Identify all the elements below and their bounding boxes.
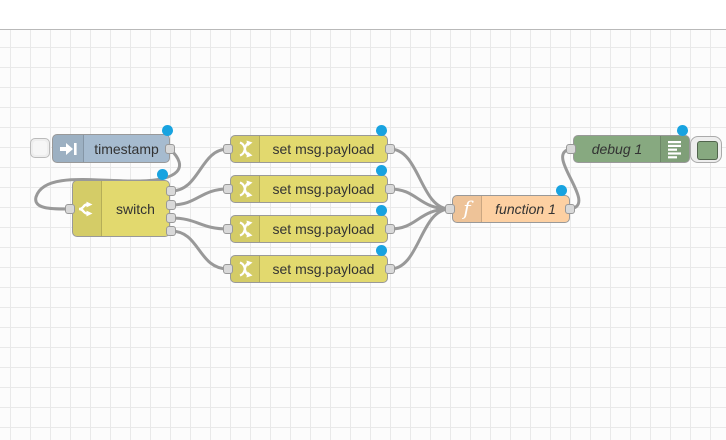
svg-text:f: f bbox=[461, 198, 474, 220]
modified-dot bbox=[376, 125, 387, 136]
port-input-change-3[interactable] bbox=[223, 224, 233, 234]
fork-icon bbox=[73, 181, 102, 236]
port-output-switch-3[interactable] bbox=[166, 213, 176, 223]
node-change-1[interactable]: set msg.payload bbox=[230, 135, 388, 163]
wire-switch4-to-change4[interactable] bbox=[169, 229, 230, 271]
modified-dot bbox=[162, 125, 173, 136]
debug-toggle-enabled-face bbox=[697, 141, 718, 160]
wire-switch1-to-change1[interactable] bbox=[169, 147, 230, 193]
node-label: set msg.payload bbox=[272, 221, 375, 237]
wire-switch3-to-change3[interactable] bbox=[169, 216, 230, 231]
canvas-top-margin bbox=[0, 0, 726, 30]
port-output-switch-4[interactable] bbox=[166, 226, 176, 236]
modified-dot bbox=[376, 245, 387, 256]
port-output-change-2[interactable] bbox=[385, 184, 395, 194]
port-output-change-1[interactable] bbox=[385, 144, 395, 154]
node-label: set msg.payload bbox=[272, 141, 375, 157]
shuffle-icon bbox=[231, 176, 260, 202]
port-output-switch-1[interactable] bbox=[166, 186, 176, 196]
port-input-function[interactable] bbox=[445, 204, 455, 214]
node-label: function 1 bbox=[495, 201, 556, 217]
port-input-change-4[interactable] bbox=[223, 264, 233, 274]
shuffle-icon bbox=[231, 256, 260, 282]
node-label: set msg.payload bbox=[272, 261, 375, 277]
wire-function-to-debug[interactable] bbox=[561, 147, 581, 211]
output-lines-icon bbox=[660, 136, 689, 162]
port-input-switch[interactable] bbox=[65, 204, 75, 214]
function-f-icon: f bbox=[453, 196, 482, 222]
port-output-function[interactable] bbox=[565, 204, 575, 214]
modified-dot bbox=[677, 125, 688, 136]
port-input-debug[interactable] bbox=[566, 144, 576, 154]
port-output-inject[interactable] bbox=[165, 144, 175, 154]
modified-dot bbox=[157, 169, 168, 180]
node-inject-timestamp[interactable]: timestamp bbox=[52, 134, 170, 163]
node-debug-1[interactable]: debug 1 bbox=[573, 135, 690, 163]
node-label: timestamp bbox=[94, 140, 159, 157]
port-input-change-1[interactable] bbox=[223, 144, 233, 154]
inject-trigger-button-face bbox=[33, 141, 47, 155]
node-label: set msg.payload bbox=[272, 181, 375, 197]
port-output-switch-2[interactable] bbox=[166, 200, 176, 210]
node-change-3[interactable]: set msg.payload bbox=[230, 215, 388, 243]
wire-switch2-to-change2[interactable] bbox=[169, 187, 230, 207]
modified-dot bbox=[376, 165, 387, 176]
debug-toggle-button[interactable] bbox=[690, 136, 722, 163]
shuffle-icon bbox=[231, 216, 260, 242]
node-function-1[interactable]: f function 1 bbox=[452, 195, 570, 223]
node-label: debug 1 bbox=[591, 141, 643, 157]
node-switch[interactable]: switch bbox=[72, 180, 170, 237]
port-output-change-4[interactable] bbox=[385, 264, 395, 274]
port-input-change-2[interactable] bbox=[223, 184, 233, 194]
shuffle-icon bbox=[231, 136, 260, 162]
node-label: switch bbox=[116, 200, 155, 217]
modified-dot bbox=[376, 205, 387, 216]
node-change-2[interactable]: set msg.payload bbox=[230, 175, 388, 203]
inject-arrow-icon bbox=[53, 135, 84, 162]
port-output-change-3[interactable] bbox=[385, 224, 395, 234]
node-change-4[interactable]: set msg.payload bbox=[230, 255, 388, 283]
modified-dot bbox=[556, 185, 567, 196]
inject-trigger-button[interactable] bbox=[30, 138, 50, 158]
wire-inject-to-switch[interactable] bbox=[34, 147, 182, 211]
wire-change4-to-function[interactable] bbox=[388, 207, 452, 271]
